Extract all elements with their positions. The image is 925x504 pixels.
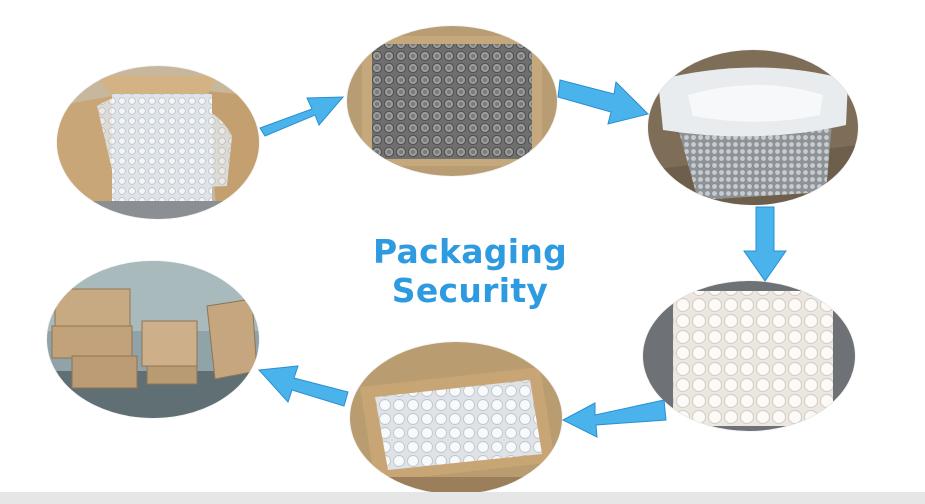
page-title: Packaging Security bbox=[372, 232, 568, 310]
tray-of-lids-in-carton-photo bbox=[347, 26, 557, 176]
bottom-bar bbox=[0, 492, 925, 504]
arrow-down-icon bbox=[743, 206, 787, 282]
open-carton-with-bubble-wrap-photo bbox=[57, 66, 259, 219]
bubble-wrapped-items-photo bbox=[643, 281, 855, 431]
arrow-down-right-icon bbox=[557, 79, 649, 125]
stacked-shipping-cartons-photo bbox=[47, 261, 259, 418]
arrow-up-left-icon bbox=[257, 365, 349, 407]
arrow-right-icon bbox=[259, 96, 345, 137]
arrow-left-icon bbox=[561, 399, 667, 438]
foam-and-bubble-liner-photo bbox=[648, 50, 858, 205]
carton-filled-with-bubble-wrap-photo bbox=[350, 342, 562, 494]
